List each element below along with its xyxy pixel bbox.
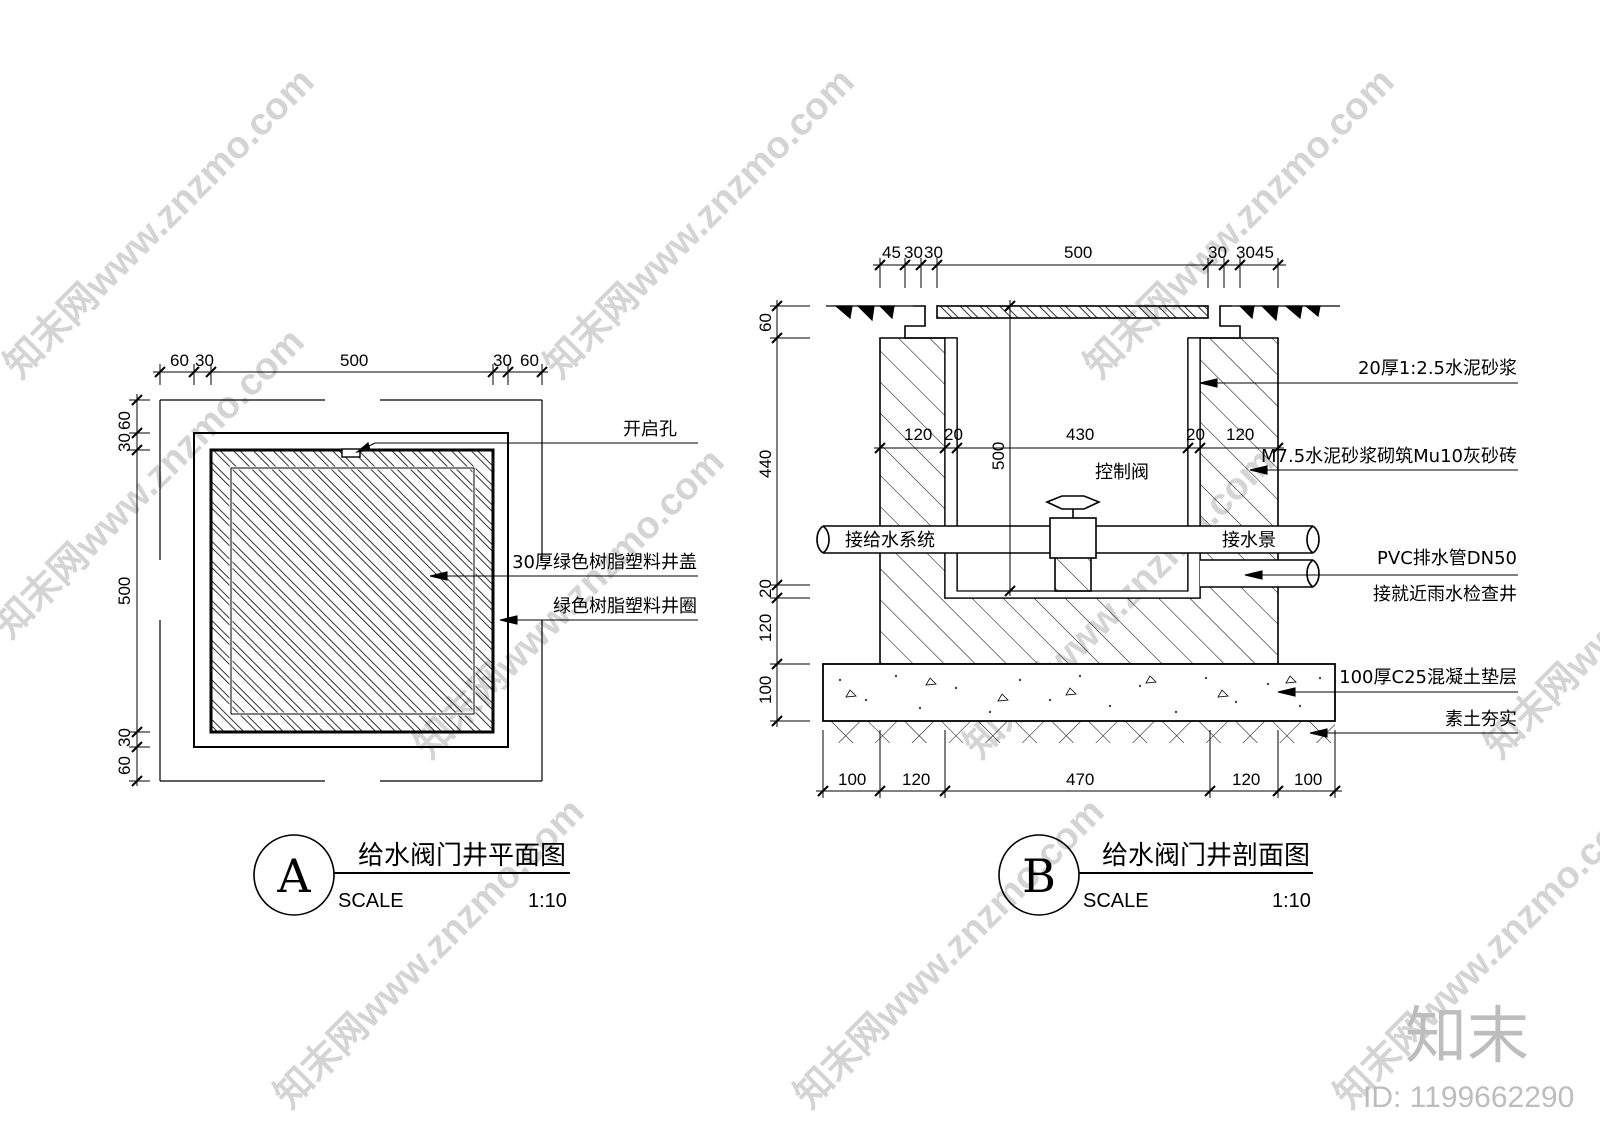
label-supply: 接给水系统 [845, 530, 935, 551]
plan-dims-top [153, 364, 548, 385]
plan-view: 60 30 500 30 60 30 60 500 60 30 [115, 351, 698, 916]
label-ring: 绿色树脂塑料井圈 [553, 596, 697, 617]
label-soil: 素土夯实 [1445, 709, 1517, 730]
plan-dim-top: 500 [340, 351, 368, 370]
section-soil [823, 721, 1335, 743]
plan-dim-left: 60 [115, 411, 134, 430]
section-cover [936, 305, 1209, 319]
plan-dim-left: 30 [115, 433, 134, 452]
section-dim-bottom: 120 [902, 770, 930, 789]
section-dim-top: 45 [882, 243, 901, 262]
label-opening-hole: 开启孔 [623, 419, 677, 440]
section-title-block: B 给水阀门井剖面图 SCALE 1:10 [998, 834, 1313, 916]
section-dim-left: 120 [756, 614, 775, 642]
plan-outer-frame [159, 399, 543, 782]
section-dim-top: 30 [1236, 243, 1255, 262]
plan-dim-top: 30 [195, 351, 214, 370]
section-ground-line [826, 305, 1340, 322]
plan-marker: A [276, 849, 311, 903]
section-dim-inner: 20 [944, 425, 963, 444]
section-dim-inner: 120 [1226, 425, 1254, 444]
plan-cover [209, 448, 495, 734]
label-cover: 30厚绿色树脂塑料井盖 [512, 552, 697, 573]
section-dim-inner: 20 [1186, 425, 1205, 444]
section-dim-inner: 430 [1066, 425, 1094, 444]
plan-dim-left: 60 [115, 756, 134, 775]
label-brick: M7.5水泥砂浆砌筑Mu10灰砂砖 [1261, 446, 1517, 467]
image-id: ID: 1199662290 [1363, 1081, 1574, 1114]
watermark: 知末网www.znzmo.com [537, 61, 863, 387]
label-drain: PVC排水管DN50 [1377, 548, 1517, 569]
section-dims-inner [874, 440, 1284, 456]
section-scale-label: SCALE [1083, 890, 1149, 912]
label-feature: 接水景 [1222, 530, 1276, 551]
section-dim-top: 30 [1208, 243, 1227, 262]
section-dim-bottom: 120 [1232, 770, 1260, 789]
plan-title: 给水阀门井平面图 [358, 841, 566, 871]
plan-dim-top: 60 [170, 351, 189, 370]
plan-dim-left: 30 [115, 728, 134, 747]
brand-logo: 知末 [1405, 999, 1529, 1072]
plan-scale-label: SCALE [338, 890, 404, 912]
section-dim-left: 440 [756, 450, 775, 478]
section-marker: B [1022, 849, 1056, 903]
label-concrete: 100厚C25混凝土垫层 [1339, 667, 1517, 688]
plan-title-block: A 给水阀门井平面图 SCALE 1:10 [253, 834, 570, 916]
section-dims-top [873, 258, 1286, 288]
plan-leaders [355, 442, 698, 625]
opening-hole-icon [341, 448, 361, 458]
plan-dim-top: 60 [520, 351, 539, 370]
section-dim-top: 500 [1064, 243, 1092, 262]
section-dim-bottom: 100 [1294, 770, 1322, 789]
section-dim-height: 500 [989, 442, 1008, 470]
plan-dims-left [129, 394, 150, 787]
watermark: 知末网www.znzmo.com [787, 791, 1113, 1117]
plan-marker-circle [253, 834, 335, 916]
concrete-aggregate [838, 674, 1322, 714]
plan-cover-inner-line [230, 467, 475, 715]
section-dim-inner: 120 [904, 425, 932, 444]
watermark: 知末网www.znzmo.com [267, 791, 593, 1117]
plan-well-ring [193, 432, 509, 748]
label-valve: 控制阀 [1095, 462, 1149, 483]
section-dim-bottom: 470 [1066, 770, 1094, 789]
section-dim-top: 30 [924, 243, 943, 262]
section-scale-value: 1:10 [1272, 890, 1311, 912]
section-dim-left: 60 [756, 313, 775, 332]
section-view: 500 120 20 430 20 120 [756, 243, 1518, 916]
section-dim-bottom: 100 [838, 770, 866, 789]
section-dims-bottom [816, 730, 1342, 798]
control-valve-icon [1044, 495, 1102, 592]
section-dims-left [770, 300, 810, 727]
section-marker-circle [998, 834, 1080, 916]
label-drain-to: 接就近雨水检查井 [1373, 584, 1517, 605]
section-title: 给水阀门井剖面图 [1102, 841, 1310, 871]
section-concrete-slab [822, 663, 1336, 722]
section-dim-left: 100 [756, 676, 775, 704]
section-mortar-layer [944, 337, 1201, 599]
section-dim-top: 30 [904, 243, 923, 262]
label-mortar: 20厚1:2.5水泥砂浆 [1358, 358, 1517, 379]
plan-dim-top: 30 [493, 351, 512, 370]
section-dim-left: 20 [756, 579, 775, 598]
plan-dim-left: 500 [115, 577, 134, 605]
section-leaders [1199, 378, 1518, 738]
section-dim-top: 45 [1255, 243, 1274, 262]
plan-scale-value: 1:10 [528, 890, 567, 912]
